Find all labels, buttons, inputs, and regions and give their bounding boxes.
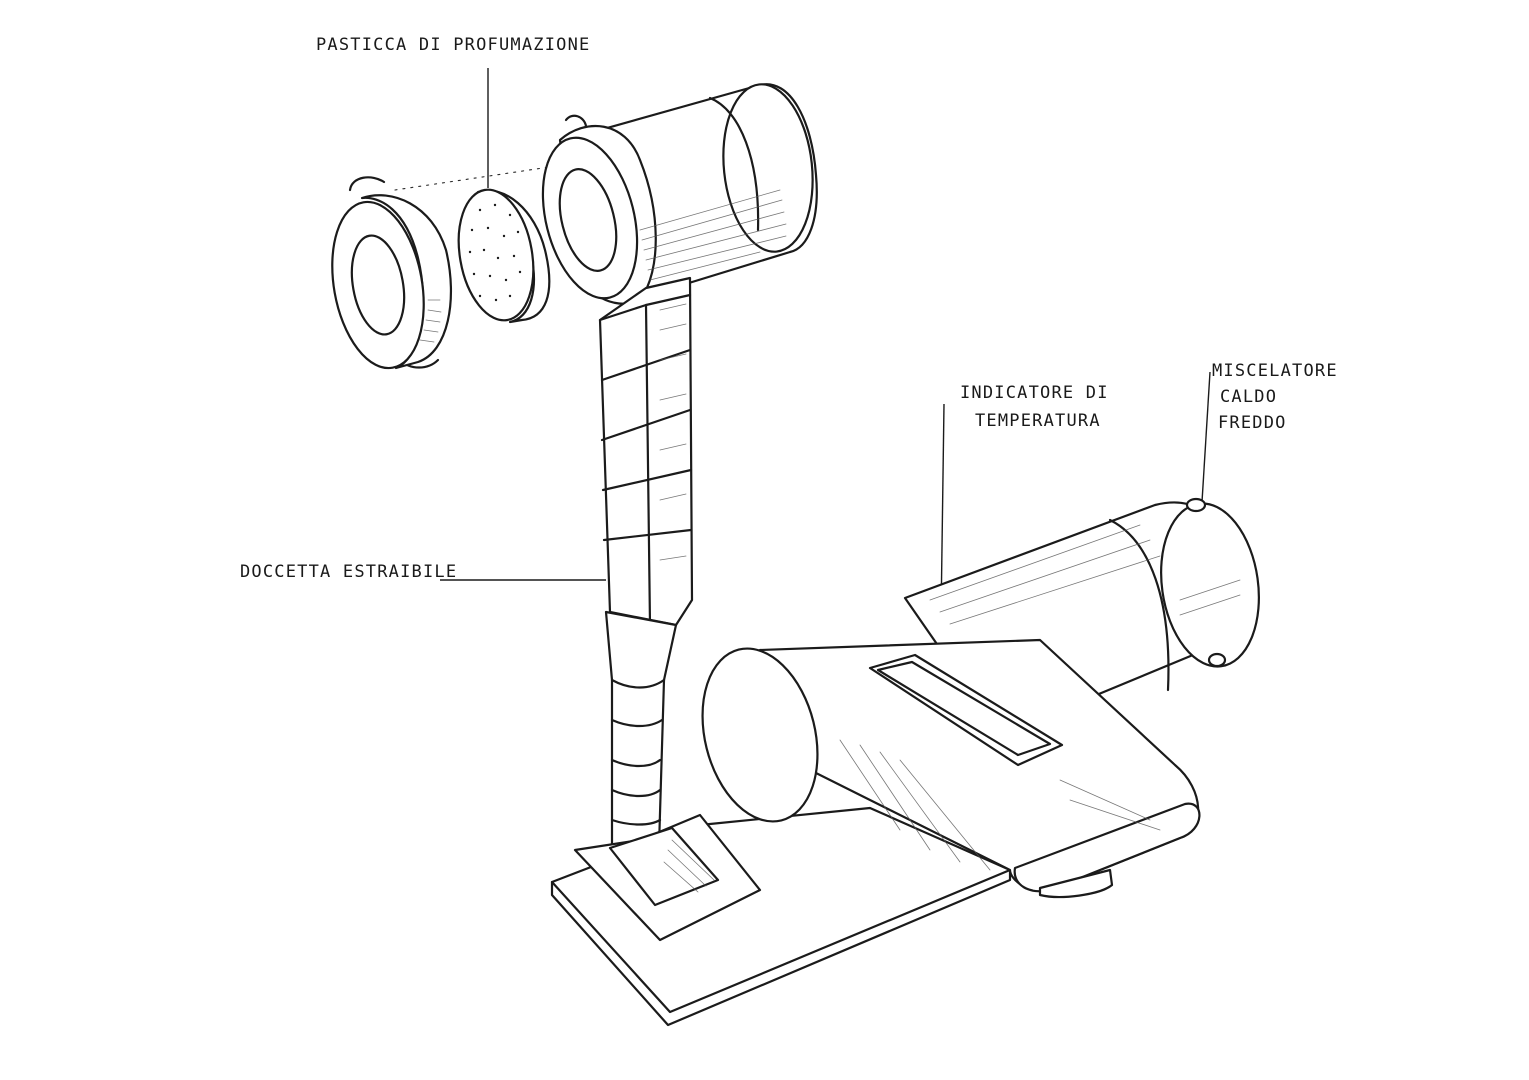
mixer-hatching bbox=[839, 524, 1241, 871]
label-indicatore-line2: TEMPERATURA bbox=[975, 411, 1101, 431]
label-pasticca: PASTICCA DI PROFUMAZIONE bbox=[316, 35, 590, 55]
label-doccetta: DOCCETTA ESTRAIBILE bbox=[240, 562, 457, 582]
handle-segments bbox=[600, 303, 693, 627]
label-group-miscelatore: MISCELATORE CALDO FREDDO bbox=[1201, 361, 1338, 503]
cap-ring-side bbox=[360, 194, 453, 370]
mixer-lever-tab-top bbox=[1185, 497, 1207, 513]
spout-underside bbox=[1013, 802, 1201, 893]
temperature-indicator-slot bbox=[868, 653, 1064, 767]
spout-end-cap bbox=[701, 647, 819, 823]
label-indicatore-line1: INDICATORE DI bbox=[960, 383, 1109, 403]
shower-head-tab bbox=[564, 114, 588, 128]
cap-ring-hatching bbox=[419, 299, 442, 343]
hose-rings bbox=[610, 678, 666, 826]
scent-tablet-dots bbox=[468, 203, 522, 302]
cap-ring-part bbox=[331, 176, 453, 370]
collar-hatching bbox=[663, 839, 715, 893]
mixer-seam bbox=[1108, 518, 1170, 692]
temperature-indicator-inner bbox=[876, 660, 1052, 757]
hand-shower-handle bbox=[598, 276, 694, 882]
label-group-indicatore: INDICATORE DI TEMPERATURA bbox=[939, 383, 1109, 691]
base-plate-edge bbox=[550, 868, 1012, 1027]
cap-tab-top bbox=[348, 176, 386, 192]
label-miscelatore-line1: MISCELATORE bbox=[1212, 361, 1338, 381]
shower-head-hatching bbox=[639, 189, 787, 281]
label-group-doccetta: DOCCETTA ESTRAIBILE bbox=[240, 562, 606, 582]
base-plate bbox=[550, 806, 1012, 1027]
label-miscelatore-line3: FREDDO bbox=[1218, 413, 1287, 433]
scent-tablet-part bbox=[457, 188, 551, 324]
mixer-lever-tab-bottom bbox=[1207, 652, 1227, 668]
shower-head-backcap bbox=[722, 83, 814, 253]
mixer-body bbox=[701, 497, 1260, 899]
leader-miscelatore bbox=[1201, 371, 1211, 503]
label-group-pasticca: PASTICCA DI PROFUMAZIONE bbox=[316, 35, 590, 188]
shower-head bbox=[541, 83, 818, 305]
cap-ring-hole bbox=[350, 234, 406, 336]
spout-outlet bbox=[1038, 868, 1114, 899]
scent-tablet-face bbox=[457, 188, 535, 322]
label-miscelatore-line2: CALDO bbox=[1220, 387, 1277, 407]
handle-hatching bbox=[659, 303, 687, 561]
shower-head-bore bbox=[558, 168, 618, 272]
